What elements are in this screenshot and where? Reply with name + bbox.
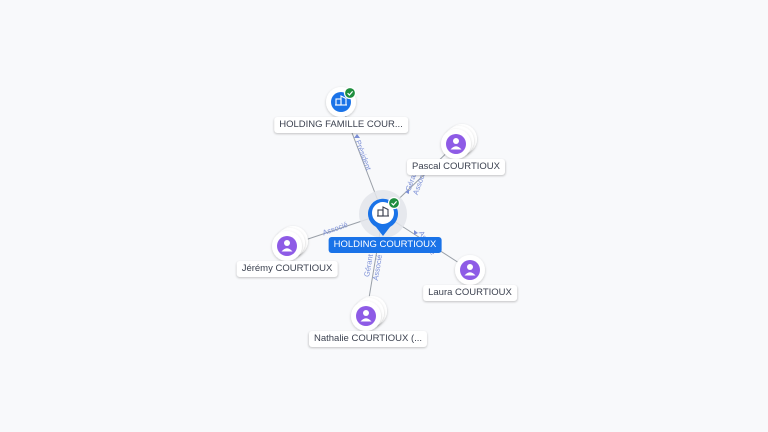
node-person-laura[interactable]	[455, 255, 485, 285]
person-icon	[281, 240, 293, 252]
node-label-nathalie[interactable]: Nathalie COURTIOUX (...	[308, 331, 428, 347]
node-label-jeremy[interactable]: Jérémy COURTIOUX	[236, 261, 338, 277]
arrow-icon	[354, 134, 360, 138]
node-label-center-company[interactable]: HOLDING COURTIOUX	[328, 237, 442, 253]
person-icon	[450, 138, 462, 150]
person-icon	[360, 310, 372, 322]
edge-label-parent: Président	[353, 139, 373, 173]
edge-label-nathalie-1: Gérant	[362, 253, 375, 278]
edge-arrows	[354, 134, 418, 235]
node-label-pascal[interactable]: Pascal COURTIOUX	[407, 159, 505, 175]
verified-check-icon	[343, 86, 357, 100]
node-person-jeremy[interactable]	[272, 226, 308, 261]
arrow-icon	[405, 190, 409, 194]
verified-check-icon	[387, 196, 401, 210]
company-icon	[377, 206, 389, 217]
edge-label-nathalie-2: Associé	[371, 254, 384, 281]
node-label-parent-company[interactable]: HOLDING FAMILLE COUR...	[274, 117, 408, 133]
company-icon	[335, 95, 347, 106]
node-person-pascal[interactable]	[441, 124, 477, 159]
node-label-laura[interactable]: Laura COURTIOUX	[423, 285, 517, 301]
edge-label-jeremy: Associé	[321, 220, 349, 237]
arrow-icon	[414, 230, 418, 235]
node-person-nathalie[interactable]	[351, 296, 387, 331]
node-parent-company[interactable]	[326, 86, 357, 117]
person-icon	[464, 264, 476, 276]
node-center-company[interactable]	[359, 190, 407, 238]
